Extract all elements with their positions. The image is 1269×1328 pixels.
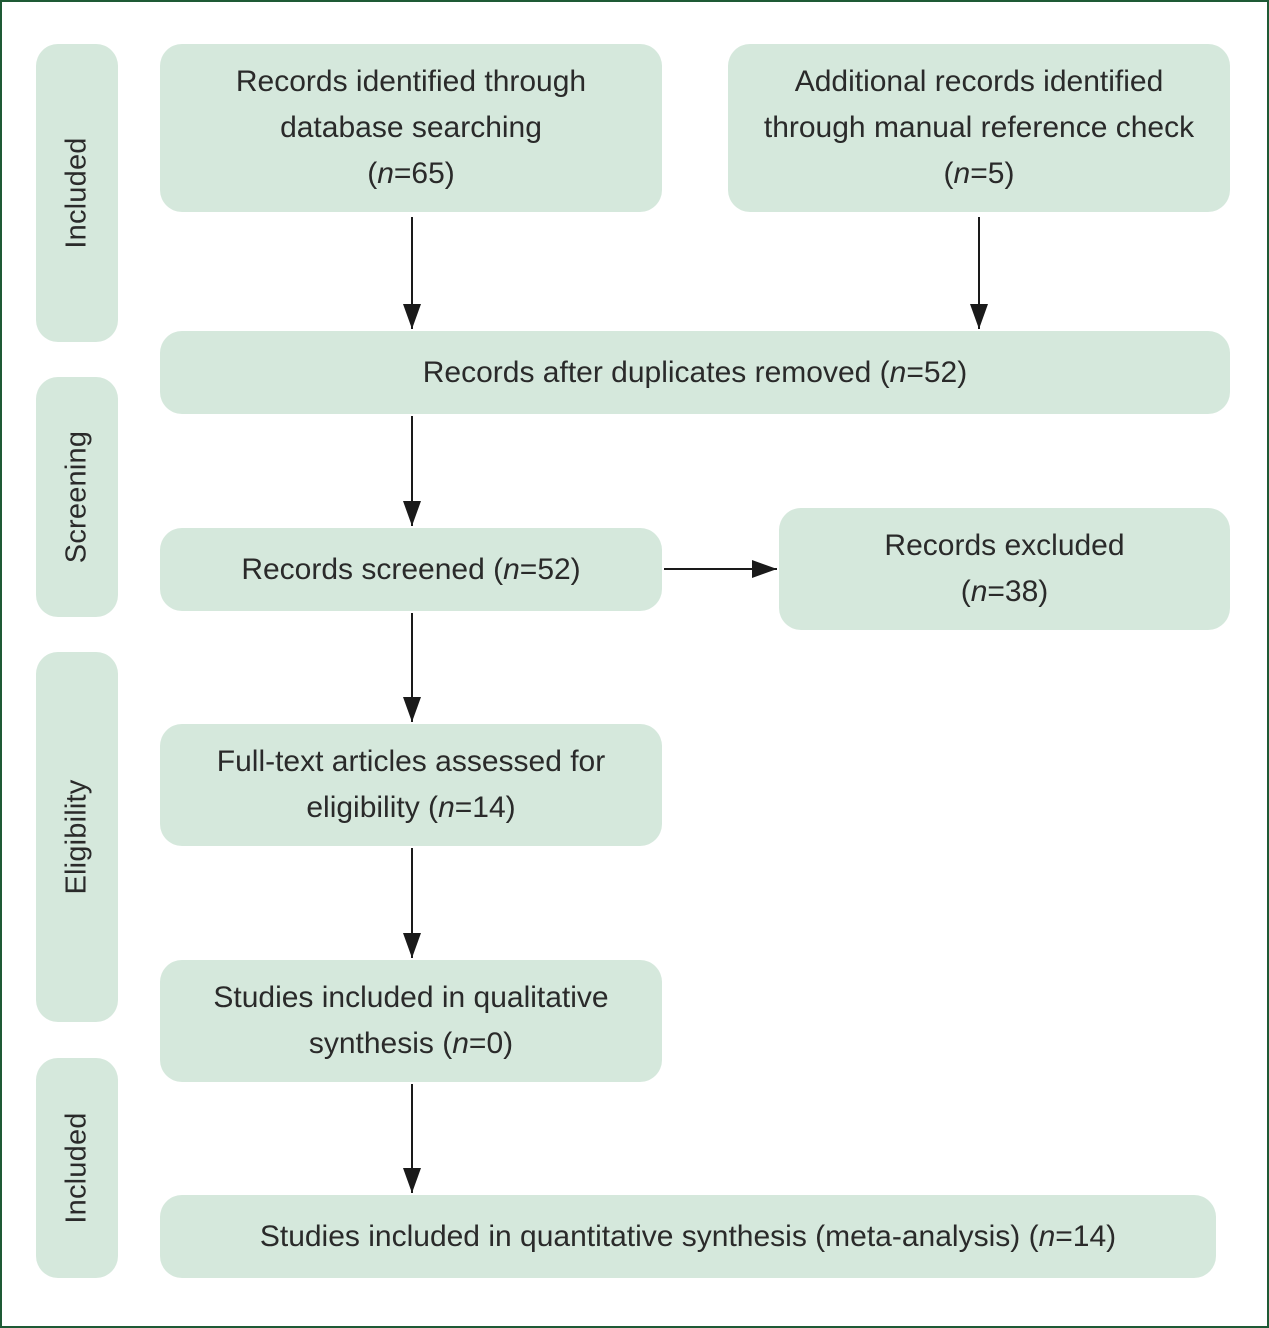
box-additional-count: (n=5) <box>943 157 1015 190</box>
stage-screening: Screening <box>36 377 118 617</box>
box-duplicates-text: Records after duplicates removed (n=52) <box>422 355 968 389</box>
box-fulltext-assessed: Full-text articles assessed for eligibil… <box>160 724 662 846</box>
box-quantitative-synthesis: Studies included in quantitative synthes… <box>160 1195 1216 1278</box>
box-excluded-line1: Records excluded <box>884 529 1125 562</box>
box-qualitative-line1: Studies included in qualitative <box>213 981 609 1014</box>
box-additional-records: Additional records identified through ma… <box>728 44 1230 212</box>
box-records-excluded: Records excluded (n=38) <box>779 508 1230 630</box>
box-fulltext-count: eligibility (n=14) <box>306 791 516 824</box>
arrowhead-screened-to-excluded <box>752 560 777 578</box>
box-records-screened: Records screened (n=52) <box>160 528 662 611</box>
box-qualitative-synthesis: Studies included in qualitative synthesi… <box>160 960 662 1082</box>
box-database-line1: Records identified through <box>235 65 587 98</box>
arrowhead-database-to-duplicates <box>403 304 421 329</box>
arrowhead-fulltext-to-qualitative <box>403 933 421 958</box>
box-quantitative-text: Studies included in quantitative synthes… <box>259 1219 1117 1253</box>
stage-included: Included <box>36 1058 118 1278</box>
box-fulltext-line1: Full-text articles assessed for <box>216 745 606 778</box>
box-screened-text: Records screened (n=52) <box>241 552 581 586</box>
box-additional-line2: through manual reference check <box>763 111 1195 144</box>
stage-identification: Included <box>36 44 118 342</box>
arrowhead-screened-to-fulltext <box>403 697 421 722</box>
box-additional-line1: Additional records identified <box>794 65 1164 98</box>
box-database-search: Records identified through database sear… <box>160 44 662 212</box>
box-qualitative-count: synthesis (n=0) <box>308 1027 514 1060</box>
box-duplicates-removed: Records after duplicates removed (n=52) <box>160 331 1230 414</box>
arrowhead-qualitative-to-quantitative <box>403 1168 421 1193</box>
box-excluded-count: (n=38) <box>960 575 1049 608</box>
arrowhead-duplicates-to-screened <box>403 501 421 526</box>
arrowhead-additional-to-duplicates <box>970 304 988 329</box>
stage-eligibility: Eligibility <box>36 652 118 1022</box>
box-database-line2: database searching <box>280 111 542 144</box>
box-database-count: (n=65) <box>367 157 455 190</box>
